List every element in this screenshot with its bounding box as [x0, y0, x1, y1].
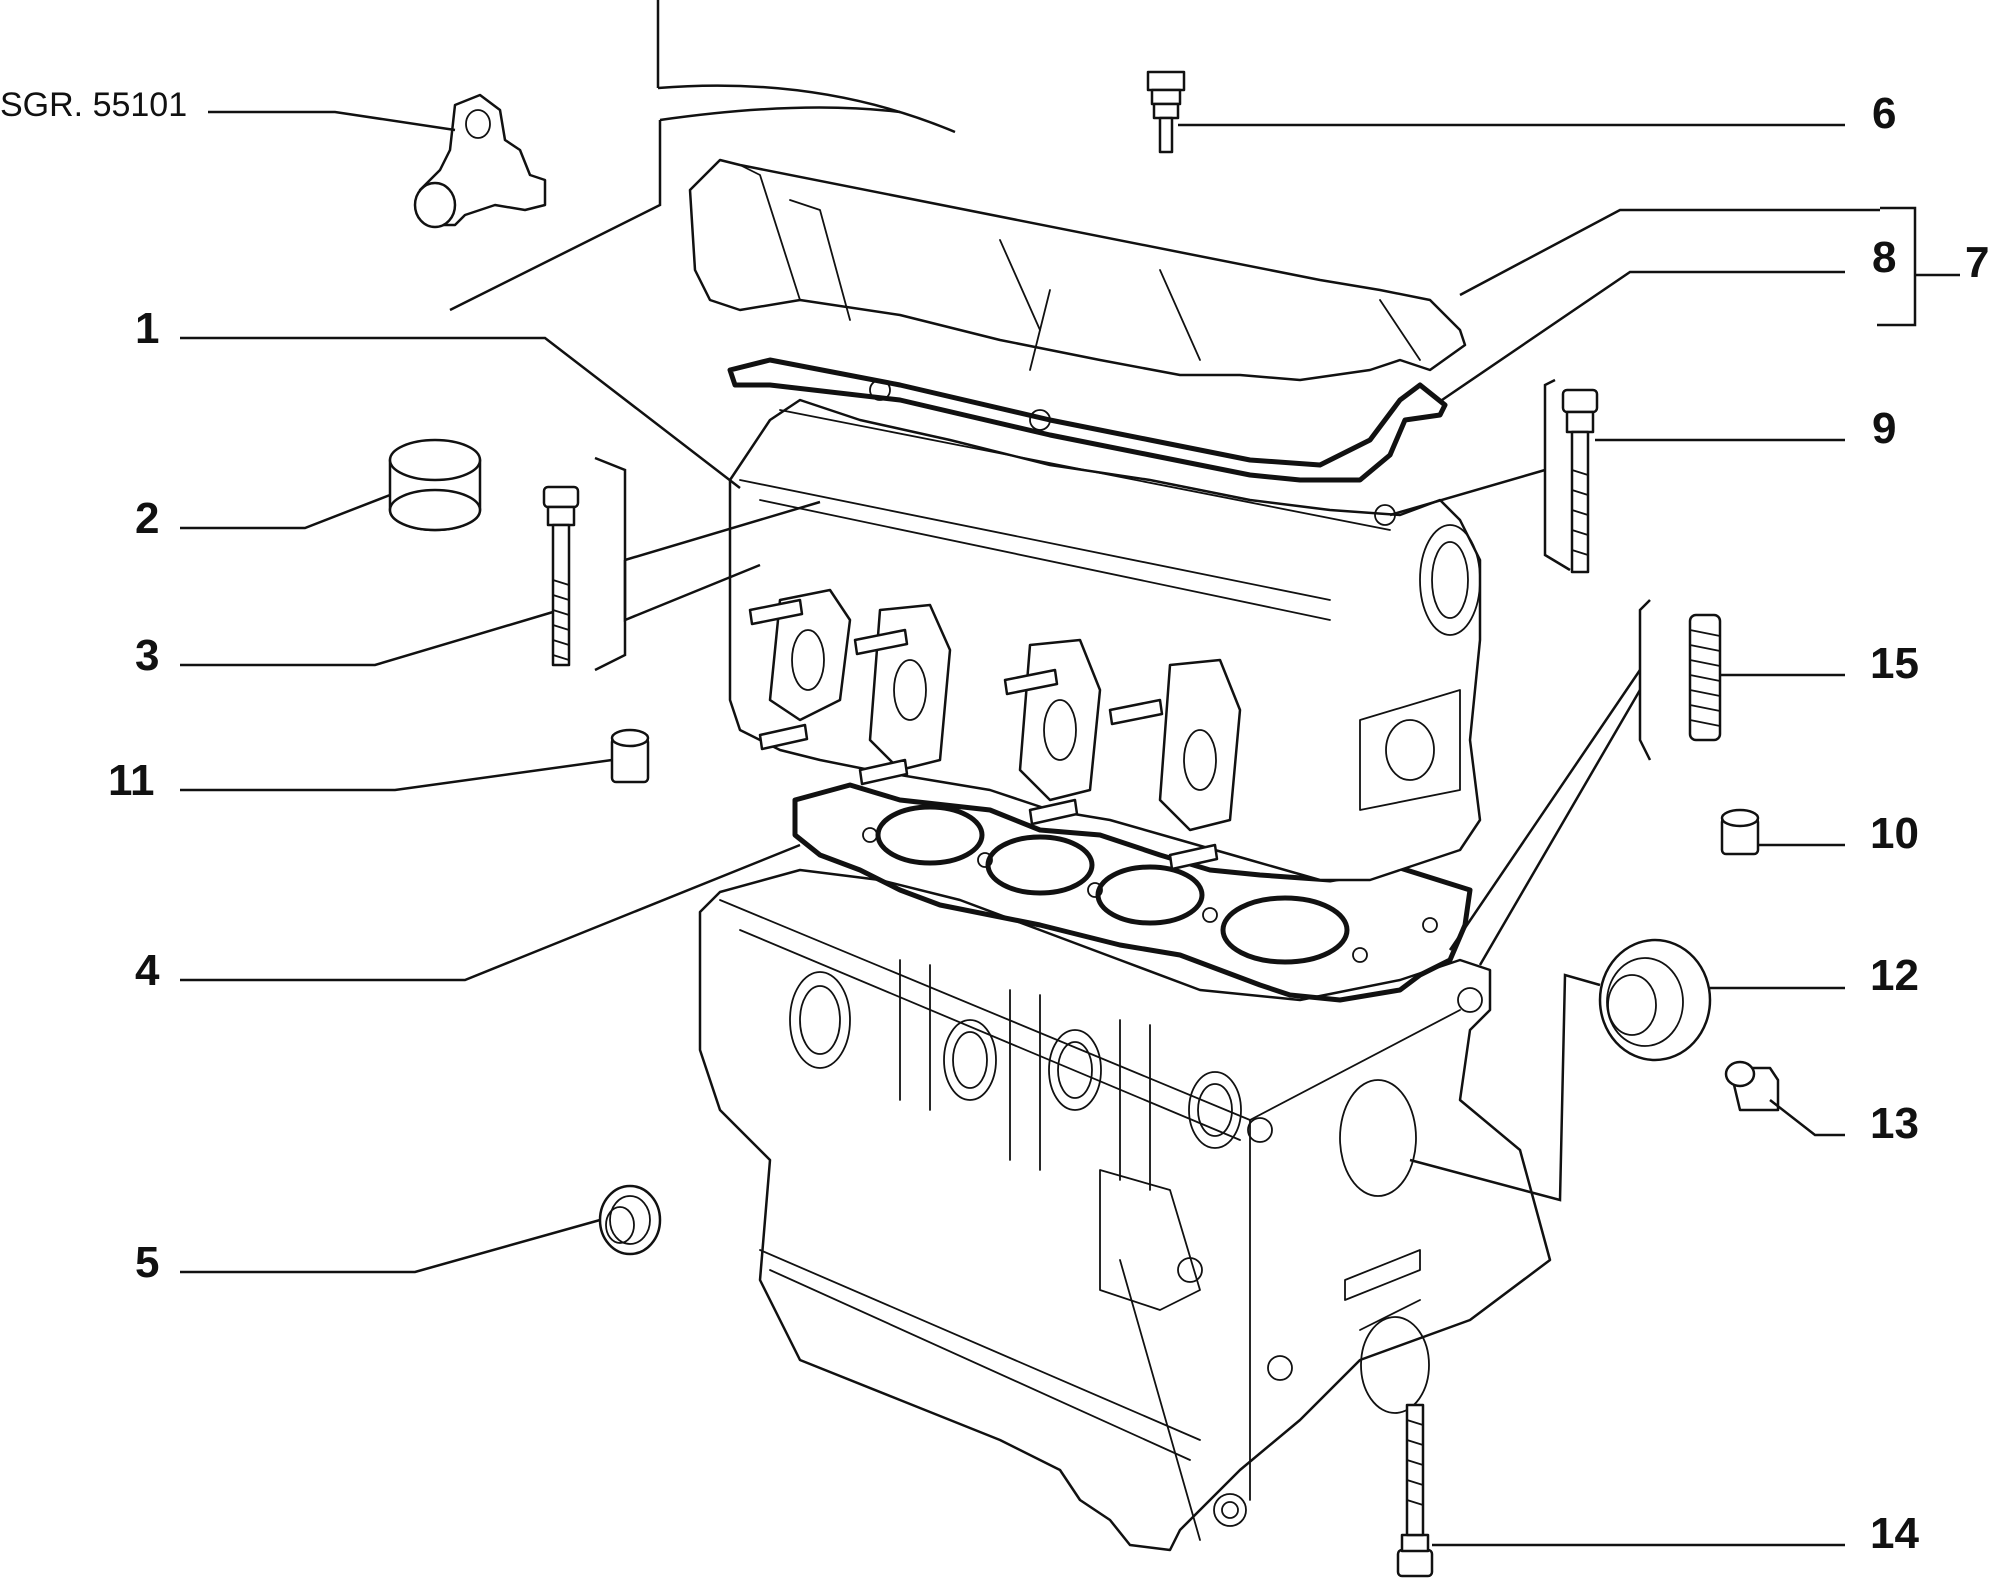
tappet-part-2 — [388, 438, 482, 532]
stud-part-15 — [1688, 613, 1722, 742]
dowel-part-11 — [610, 728, 650, 784]
callout-7: 7 — [1965, 238, 1989, 287]
cylinder-head-drawing — [728, 379, 1482, 882]
callout-10: 10 — [1870, 809, 1919, 858]
callout-11: 11 — [108, 756, 155, 805]
callout-6: 6 — [1872, 89, 1896, 138]
cam-cover-drawing — [688, 158, 1467, 483]
callout-14: 14 — [1870, 1509, 1919, 1558]
callout-9: 9 — [1872, 404, 1896, 453]
bolt-part-14 — [1396, 1403, 1434, 1578]
plug-part-13 — [1724, 1060, 1780, 1112]
bolt-part-9 — [1561, 388, 1599, 574]
callout-12: 12 — [1870, 951, 1919, 1000]
seal-part-12 — [1598, 938, 1712, 1062]
seal-part-5 — [598, 1184, 662, 1256]
head-gasket-drawing — [792, 782, 1473, 1003]
callout-15: 15 — [1870, 639, 1919, 688]
callout-13: 13 — [1870, 1099, 1919, 1148]
head-bolt-part-3 — [542, 485, 580, 667]
sensor-bracket-part — [413, 93, 547, 229]
dowel-part-10 — [1720, 808, 1760, 856]
callout-2: 2 — [135, 494, 159, 543]
callout-5: 5 — [135, 1238, 159, 1287]
callout-8: 8 — [1872, 233, 1896, 282]
engine-block-drawing — [698, 868, 1552, 1552]
callout-3: 3 — [135, 631, 159, 680]
bolt-part-6 — [1146, 70, 1186, 154]
callout-1: 1 — [135, 304, 159, 353]
leader-lines — [180, 0, 1960, 1547]
reference-label: SGR. 55101 — [0, 86, 187, 124]
callout-4: 4 — [135, 946, 160, 995]
